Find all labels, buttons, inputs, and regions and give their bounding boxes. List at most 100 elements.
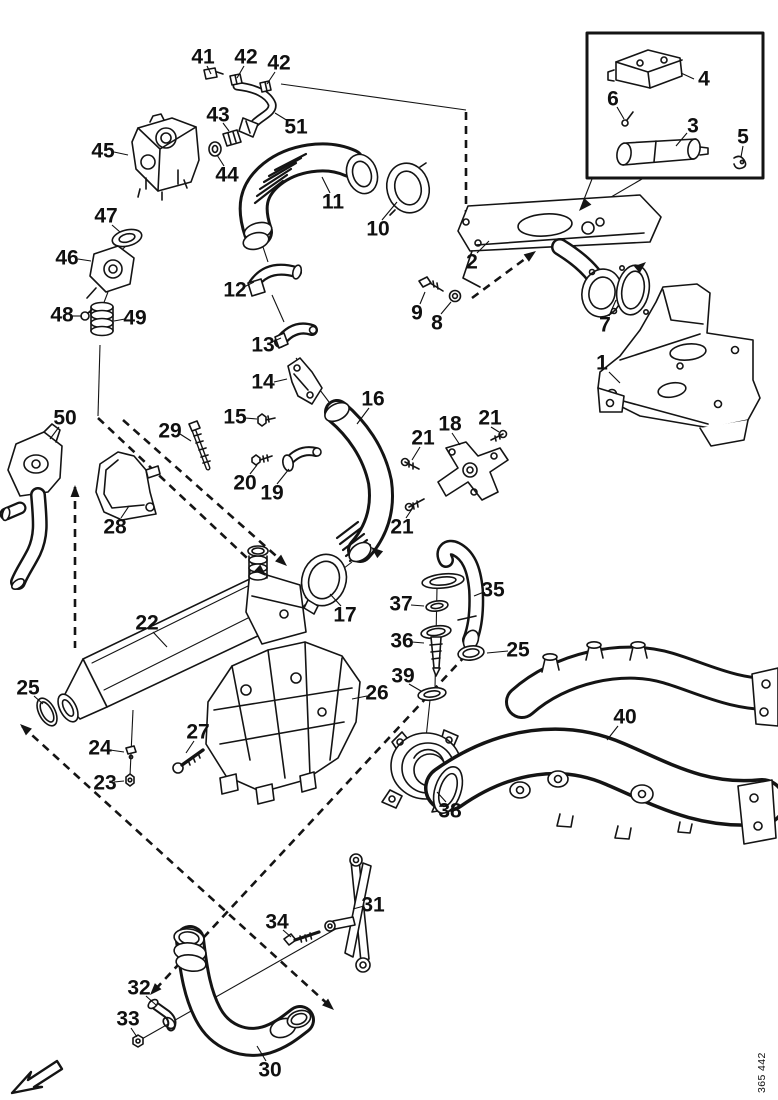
callout-leader [185,740,195,754]
callout-label: 42 [267,52,290,75]
callout-leader [321,176,331,194]
part-3-actuator [616,138,709,166]
part-47-gasket [111,228,143,248]
part-50-housing [0,423,63,590]
callout-label: 46 [55,247,78,270]
callout-label: 4 [698,68,710,91]
callout-label: 43 [206,104,229,127]
callout-leader [381,201,398,221]
callout-leader [113,318,126,322]
callout-label: 19 [260,482,283,505]
callout-leader [352,905,365,910]
callout-label: 22 [135,612,158,635]
callout-label: 28 [103,516,127,539]
callout-label: 2 [466,251,478,274]
callout-label: 36 [390,630,413,653]
part-49-bellows [90,301,114,337]
part-45-egr-valve [131,113,200,201]
part-44-clamp [208,141,222,157]
part-31-stay [324,853,372,973]
callout-leader [77,258,92,262]
callout-leader [356,407,370,425]
part-25-oring-right [457,645,485,661]
callout-leader [271,337,282,343]
callout-label: 6 [607,88,619,111]
callout-label: 26 [365,682,388,705]
part-4-module [607,49,683,89]
callout-label: 39 [391,665,414,688]
part-8-washer [448,289,462,303]
callout-label: 47 [94,205,117,228]
callout-label: 38 [438,800,462,823]
callout-label: 12 [223,279,246,302]
callout-leader [606,725,619,741]
callout-leader [113,780,125,783]
part-32-fitting [147,998,177,1032]
callout-leader [216,154,225,167]
callout-leader [608,371,621,384]
callout-label: 7 [599,314,611,337]
callout-leader [616,106,625,120]
callout-label: 50 [53,407,76,430]
callout-leader [130,1027,138,1038]
callout-label: 30 [258,1059,281,1082]
callout-label: 21 [390,516,414,539]
part-16-pipe [324,399,394,563]
callout-leader [222,122,230,132]
part-33-nut [132,1034,144,1048]
part-42-clamp-a [229,73,243,86]
part-6-screw [621,111,634,127]
part-11-hose [238,142,379,251]
callout-leader [486,650,509,654]
figure-number: 365 442 [756,1052,768,1093]
callout-label: 40 [613,706,636,729]
callout-label: 35 [481,579,505,602]
callout-label: 17 [333,604,356,627]
callout-leader [111,224,121,233]
callout-leader [273,378,288,383]
callout-leader [405,508,413,519]
callout-label: 11 [322,191,345,214]
part-42-clamp-b [259,80,272,93]
callout-leader [256,1045,267,1062]
callout-leader [436,791,447,803]
part-14-bracket [287,357,323,405]
part-34-bolt [283,930,321,946]
callout-label: 31 [361,894,385,917]
callout-label: 18 [438,413,462,436]
callout-leader [608,299,617,317]
part-39-gasket [417,686,447,702]
callout-leader [266,71,276,85]
callout-leader [120,505,130,519]
part-17-clamp-ring [297,553,348,615]
part-26-support-casting [205,641,361,805]
part-25-oring-left [36,697,58,727]
callout-leader-lines [33,65,744,1062]
inset-detail-box [585,31,765,180]
callout-leader [236,65,245,79]
callout-label: 24 [88,737,112,760]
callout-label: 25 [16,677,40,700]
callout-leader [243,281,255,288]
callout-label: 44 [215,164,239,187]
callout-leader [113,151,129,156]
callout-leader [49,426,60,440]
callout-leader [408,683,422,692]
callout-leader [440,301,452,315]
callout-label: 27 [186,721,209,744]
callout-label: 1 [596,352,608,375]
part-7-gasket [615,264,651,316]
callout-label: 48 [50,304,74,327]
part-12-clamp [247,263,303,297]
callout-leader [145,995,157,1006]
part-9-bolt [418,276,444,292]
callout-label: 41 [191,46,215,69]
callout-leader [244,417,258,420]
part-30-hose [173,925,315,1057]
part-35-elbow-pipe [421,539,485,651]
callout-leader [473,591,485,597]
part-37-seal [425,600,449,612]
